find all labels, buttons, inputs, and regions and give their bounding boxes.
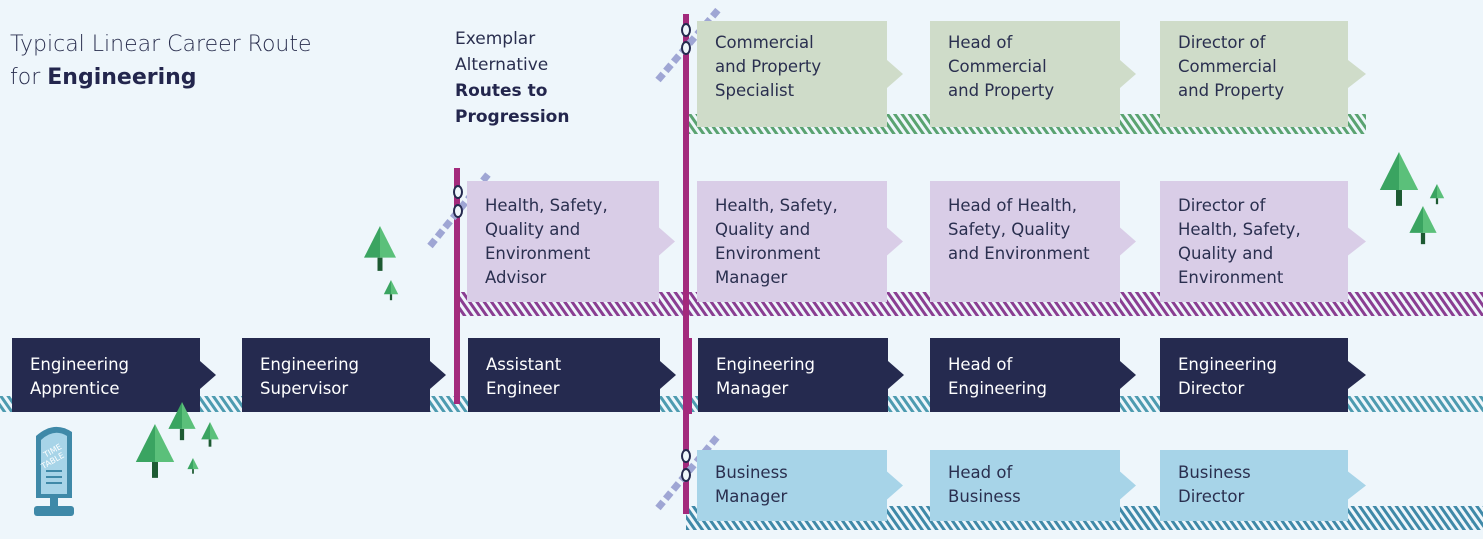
title-line-1: Typical Linear Career Route xyxy=(10,32,312,57)
engineering-role-6: Engineering Director xyxy=(1178,355,1277,398)
junction-pole-hsqe xyxy=(454,168,460,404)
engineering-role-1: Engineering Apprentice xyxy=(30,355,129,398)
tree-icon xyxy=(364,226,396,271)
hsqe-box-1 xyxy=(467,181,675,302)
business-role-2: Head of Business xyxy=(948,463,1021,506)
title-line-2-bold: Engineering xyxy=(47,65,197,90)
tree-icon xyxy=(1379,152,1419,206)
junction-pole-engineering xyxy=(686,338,692,414)
commercial-box-3 xyxy=(1160,21,1366,127)
engineering-box-3 xyxy=(468,338,676,412)
route-boxes xyxy=(12,21,1366,521)
business-box-3 xyxy=(1160,450,1366,521)
commercial-role-2: Head of Commercial and Property xyxy=(948,33,1055,100)
tree-icon xyxy=(1409,206,1437,245)
tree-icon xyxy=(135,424,175,478)
hsqe-role-1: Health, Safety, Quality and Environment … xyxy=(485,196,608,287)
tree-icon xyxy=(201,422,219,447)
subtitle-line-1: Exemplar xyxy=(455,29,536,49)
engineering-role-5: Head of Engineering xyxy=(948,355,1047,398)
business-box-2 xyxy=(930,450,1136,521)
hsqe-role-3: Head of Health, Safety, Quality and Envi… xyxy=(948,196,1090,263)
alternative-routes-heading: Exemplar Alternative Routes to Progressi… xyxy=(455,26,569,130)
commercial-box-1 xyxy=(697,21,903,127)
title-line-2-prefix: for xyxy=(10,65,48,90)
business-role-1: Business Manager xyxy=(715,463,788,506)
business-box-1 xyxy=(697,450,903,521)
commercial-role-1: Commercial and Property Specialist xyxy=(715,33,822,100)
signal-arm-business xyxy=(655,433,721,511)
subtitle-bold-1: Routes to xyxy=(455,81,548,101)
timetable-sign-icon: TIME TABLE xyxy=(34,426,74,516)
hsqe-box-4 xyxy=(1160,181,1366,302)
tree-icon xyxy=(383,280,399,301)
subtitle-bold-2: Progression xyxy=(455,107,570,127)
hsqe-box-3 xyxy=(930,181,1136,302)
engineering-role-3: Assistant Engineer xyxy=(486,355,562,398)
junction-pole-main xyxy=(683,14,689,514)
engineering-box-6 xyxy=(1160,338,1366,412)
commercial-box-2 xyxy=(930,21,1136,127)
hsqe-role-2: Health, Safety, Quality and Environment … xyxy=(715,196,838,287)
engineering-box-1 xyxy=(12,338,216,412)
engineering-box-4 xyxy=(698,338,904,412)
engineering-role-4: Engineering Manager xyxy=(716,355,815,398)
tree-icon xyxy=(187,458,199,474)
engineering-role-2: Engineering Supervisor xyxy=(260,355,359,398)
engineering-box-5 xyxy=(930,338,1136,412)
hsqe-box-2 xyxy=(697,181,903,302)
commercial-role-3: Director of Commercial and Property xyxy=(1178,33,1285,100)
engineering-box-2 xyxy=(242,338,446,412)
tree-icon xyxy=(168,402,196,441)
subtitle-line-2: Alternative xyxy=(455,55,549,75)
page-title: Typical Linear Career Route for Engineer… xyxy=(10,28,312,94)
business-role-3: Business Director xyxy=(1178,463,1251,506)
tree-icon xyxy=(1429,184,1445,205)
trees xyxy=(135,152,1445,478)
hsqe-role-4: Director of Health, Safety, Quality and … xyxy=(1178,196,1301,287)
